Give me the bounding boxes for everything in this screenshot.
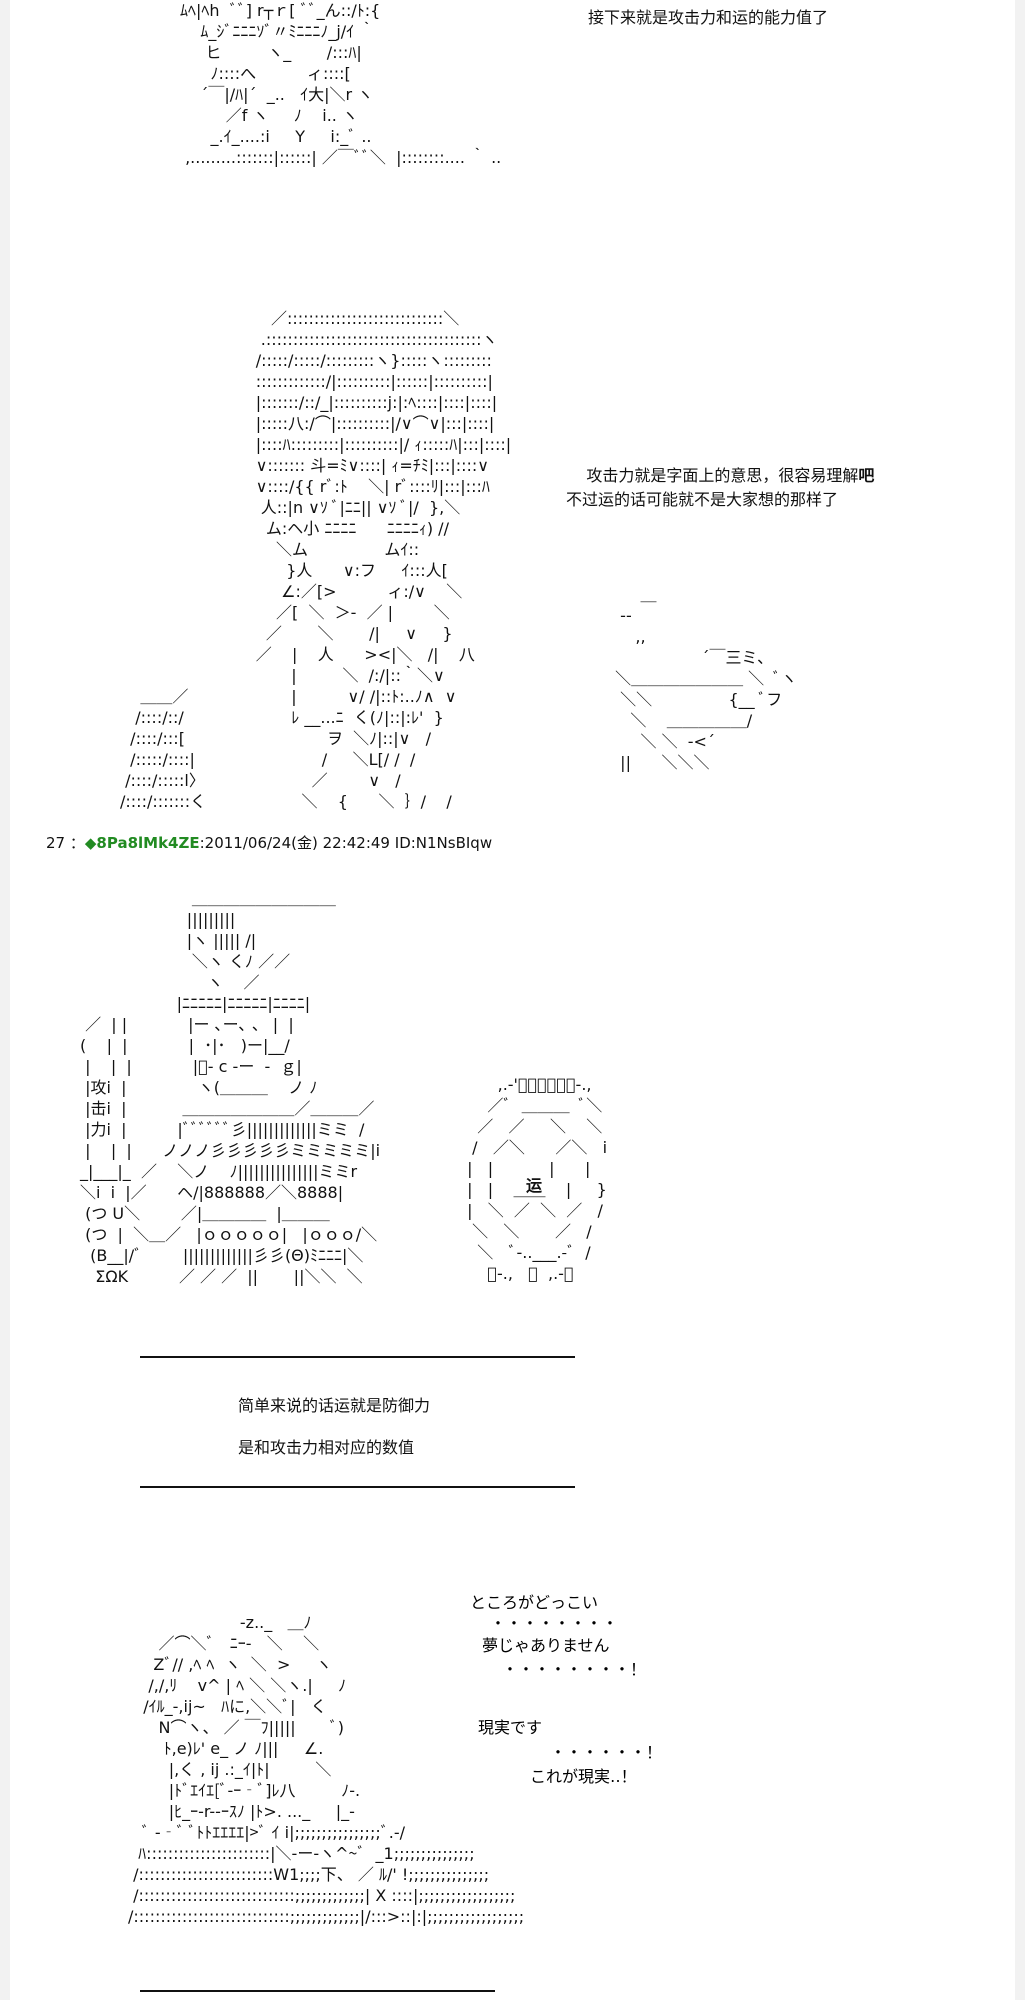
bubble-line-2: ・・・・・・・・ (490, 1614, 619, 1633)
ascii-art-panel-2-left: ＿＿／ /::::/::/ /::::/:::[ /:::::/::::| /:… (120, 687, 207, 811)
post-id: ID:N1NsBIqw (394, 834, 493, 852)
divider-top (140, 1356, 575, 1358)
divider-bottom (140, 1486, 575, 1488)
caption-panel-2-line-1: 攻击力就是字面上的意思，很容易理解吧 (566, 443, 874, 505)
caption-panel-2-line-2: 不过运的话可能就不是大家想的那样了 (566, 490, 839, 509)
bubble-line-8: これが現実‥！ (530, 1767, 637, 1786)
post-separator: ： (69, 834, 85, 852)
wheel-label: 运 (526, 1176, 543, 1195)
caption-emphasis: 吧 (858, 466, 875, 485)
caption-panel-3-line-2: 是和攻击力相对应的数值 (238, 1438, 415, 1457)
post-trip[interactable]: ◆8Pa8lMk4ZE (84, 834, 200, 852)
post-header: 27 ：◆8Pa8lMk4ZE:2011/06/24(金) 22:42:49 I… (46, 832, 492, 853)
ascii-art-panel-2: ／:::::::::::::::::::::::::::::＼ .:::::::… (255, 309, 512, 811)
bubble-line-1: ところがどっこい (470, 1593, 599, 1612)
caption-text: 攻击力就是字面上的意思，很容易理解 (586, 466, 859, 485)
ascii-art-panel-1: ﾑﾍ|ﾍh ﾞﾞ] r┬ｒ[ ﾞﾞ_ん::/ﾄ:{ ﾑ_ｼﾞﾆﾆﾆｿﾞ〃ﾐﾆﾆﾆ… (180, 1, 502, 167)
caption-panel-1: 接下来就是攻击力和运的能力值了 (588, 8, 829, 27)
ascii-art-wheel: ,.-'ﾞﾞﾞﾞﾞﾞ-., ／ﾞ ＿＿＿ ﾞ＼ ／ ／ ＼ ＼ / ／＼ ／＼ … (467, 1075, 608, 1283)
ascii-art-panel-2-right: ＿ -‐ ,, ´￣三ミ､ ＼＿＿＿＿＿＿＿ ＼ ﾞヽ ＼＼ {__ ﾞフ ＼ … (615, 585, 797, 772)
post-number: 27 (46, 834, 66, 852)
bubble-line-6: 現実です (478, 1718, 543, 1737)
bubble-line-3: 夢じゃありません (482, 1636, 610, 1655)
post-datetime: :2011/06/24(金) 22:42:49 (199, 834, 390, 852)
caption-panel-3-line-1: 简单来说的话运就是防御力 (238, 1396, 431, 1415)
manga-page: ﾑﾍ|ﾍh ﾞﾞ] r┬ｒ[ ﾞﾞ_ん::/ﾄ:{ ﾑ_ｼﾞﾆﾆﾆｿﾞ〃ﾐﾆﾆﾆ… (10, 0, 1015, 2000)
bubble-line-4: ・・・・・・・・！ (502, 1660, 647, 1679)
bubble-line-7: ・・・・・・！ (550, 1743, 663, 1762)
divider-end (140, 1990, 495, 1992)
ascii-art-panel-4: ‐z.._ ＿ﾉ ／⌒＼ﾞ ﾆｰ- ＼ ＼ Zﾞ// ,ﾍ ﾍ ヽ ＼ > ヽ … (128, 1613, 525, 1926)
ascii-art-panel-3: ＿＿＿＿＿＿＿＿＿ ||||||||| |ヽ ||||| /| ＼ヽ くﾉ ／／… (80, 889, 381, 1286)
